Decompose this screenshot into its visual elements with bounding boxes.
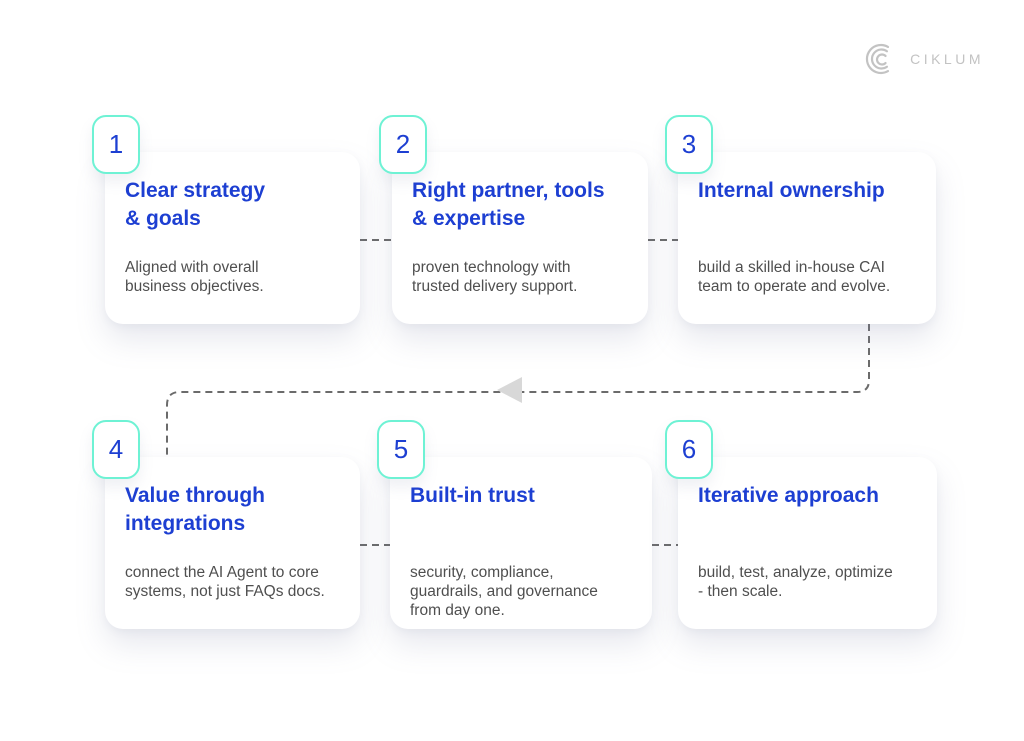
step-card-title: Value through integrations bbox=[125, 484, 266, 535]
step-number: 5 bbox=[393, 434, 409, 464]
step-card-1: Clear strategy & goals Aligned with over… bbox=[92, 115, 360, 324]
step-card-2: Right partner, tools & expertise proven … bbox=[379, 115, 648, 324]
step-number-badge: 2 bbox=[379, 115, 427, 174]
card-surface: Clear strategy & goals Aligned with over… bbox=[105, 152, 360, 324]
card-surface: Built-in trust security, compliance, gua… bbox=[390, 457, 652, 629]
step-number: 4 bbox=[108, 434, 124, 464]
flow-arrow-left-icon bbox=[497, 377, 522, 403]
step-number: 1 bbox=[108, 129, 124, 159]
step-number-badge: 5 bbox=[377, 420, 425, 479]
step-card-description: Aligned with overall business objectives… bbox=[125, 259, 264, 295]
step-card-title: Built-in trust bbox=[410, 484, 535, 507]
card-surface: Iterative approach build, test, analyze,… bbox=[678, 457, 937, 629]
step-card-description: proven technology with trusted delivery … bbox=[412, 259, 578, 295]
step-card-title: Iterative approach bbox=[698, 484, 879, 507]
step-card-6: Iterative approach build, test, analyze,… bbox=[665, 420, 937, 629]
ciklum-logo: CIKLUM bbox=[864, 42, 984, 76]
step-number: 2 bbox=[395, 129, 411, 159]
step-number: 6 bbox=[681, 434, 697, 464]
card-surface: Right partner, tools & expertise proven … bbox=[392, 152, 648, 324]
step-number: 3 bbox=[681, 129, 697, 159]
step-number-badge: 6 bbox=[665, 420, 713, 479]
step-number-badge: 1 bbox=[92, 115, 140, 174]
step-card-title: Clear strategy & goals bbox=[125, 179, 266, 230]
card-surface: Value through integrations connect the A… bbox=[105, 457, 360, 629]
step-card-description: connect the AI Agent to core systems, no… bbox=[125, 564, 325, 600]
step-number-badge: 3 bbox=[665, 115, 713, 174]
step-card-description: security, compliance, guardrails, and go… bbox=[410, 564, 598, 619]
ciklum-logo-icon bbox=[866, 43, 890, 75]
step-card-description: build a skilled in-house CAI team to ope… bbox=[698, 259, 891, 295]
step-number-badge: 4 bbox=[92, 420, 140, 479]
ciklum-logo-text: CIKLUM bbox=[910, 51, 984, 67]
step-card-4: Value through integrations connect the A… bbox=[92, 420, 360, 629]
step-card-title: Internal ownership bbox=[698, 179, 885, 202]
wraparound-connector bbox=[166, 324, 870, 457]
step-card-title: Right partner, tools & expertise bbox=[412, 179, 605, 230]
card-surface: Internal ownership build a skilled in-ho… bbox=[678, 152, 936, 324]
step-card-description: build, test, analyze, optimize - then sc… bbox=[698, 564, 893, 600]
step-card-5: Built-in trust security, compliance, gua… bbox=[377, 420, 652, 629]
step-card-3: Internal ownership build a skilled in-ho… bbox=[665, 115, 936, 324]
